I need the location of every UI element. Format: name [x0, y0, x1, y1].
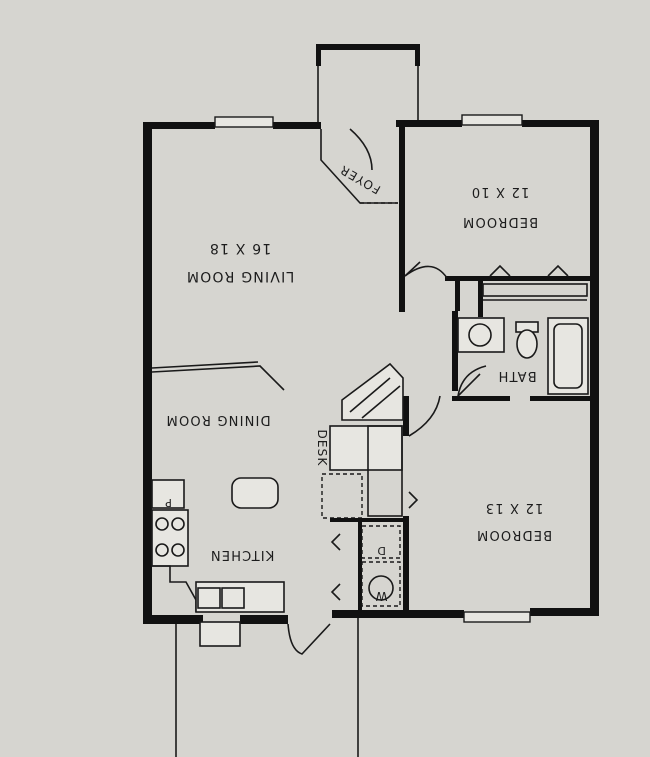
bath-south-wall-b	[530, 396, 590, 401]
exterior-walls	[143, 120, 599, 624]
bath-fixtures	[457, 317, 589, 395]
top-wall-seg-1	[143, 122, 215, 129]
bath-door-swing	[457, 365, 487, 397]
bedroom-1-window	[461, 114, 523, 126]
bottom-wall-seg-1	[143, 615, 203, 624]
porch-left-post	[316, 44, 321, 66]
interior-walls	[151, 122, 590, 655]
kitchen-sink-left	[197, 587, 221, 609]
bedroom2-west-wall-top	[403, 396, 409, 436]
bottom-wall-seg-4	[530, 608, 599, 616]
linen-shelf	[482, 283, 588, 297]
top-wall-seg-4	[522, 120, 598, 127]
bathtub-inner	[553, 323, 583, 389]
kitchen-island	[231, 477, 279, 509]
foyer-diagonal	[320, 129, 398, 204]
bedroom-2-dims: 12 X 13	[485, 500, 544, 515]
bedroom-2-name: BEDROOM	[476, 527, 552, 542]
bedroom1-south-wall	[445, 276, 590, 281]
bath-label: BATH	[497, 368, 536, 383]
burner-2	[171, 517, 185, 531]
sink-basin	[468, 323, 492, 347]
bath-door-leaf	[457, 373, 481, 397]
dining-wall-line-2	[151, 361, 259, 369]
bedroom1-door-leaf	[404, 261, 421, 277]
desk-counter	[329, 425, 403, 471]
bottom-wall-seg-3	[332, 610, 464, 618]
linen-wall	[455, 281, 460, 311]
bedroom-1-name: BEDROOM	[462, 214, 538, 229]
bath-south-wall-a	[452, 396, 510, 401]
hall-closet	[367, 425, 403, 517]
right-wall	[590, 120, 599, 616]
laundry-fixtures	[361, 525, 401, 607]
pantry-label: P	[164, 496, 172, 509]
bedroom2-west-wall-bottom	[403, 516, 409, 616]
bedroom2-door-swing	[408, 395, 441, 437]
stair-line-1	[349, 377, 391, 413]
bedroom-1-dims: 12 X 10	[471, 184, 530, 199]
bedroom1-west-wall	[399, 122, 405, 312]
closet-marker-1	[489, 264, 511, 277]
kitchen-sink-right	[221, 587, 245, 609]
foyer-door-swing	[349, 128, 373, 171]
living-room-name: LIVING ROOM	[186, 268, 294, 284]
left-wall	[143, 122, 152, 624]
washer	[361, 561, 401, 607]
living-room-window	[214, 116, 274, 128]
dining-room-label: DINING ROOM	[165, 412, 270, 427]
entry-porch	[316, 44, 420, 204]
porch-top-wall	[316, 44, 420, 50]
kitchen-label: KITCHEN	[210, 547, 275, 562]
laundry-divider	[358, 522, 362, 614]
bottom-wall-seg-2	[240, 615, 288, 624]
laundry-top-wall	[330, 518, 404, 522]
dining-wall-line	[151, 365, 285, 391]
rear-door-swing	[287, 623, 331, 655]
burner-4	[171, 543, 185, 557]
burner-1	[155, 517, 169, 531]
living-room-dims: 16 X 18	[209, 240, 272, 256]
kitchen-window-bay	[199, 621, 241, 647]
dryer-label: D	[376, 544, 386, 557]
washer-drum	[368, 575, 394, 601]
bath-north-divider	[478, 281, 483, 317]
closet-marker-2	[547, 264, 569, 277]
closet-marker-5	[330, 583, 341, 601]
top-wall-seg-3	[396, 120, 462, 127]
pantry	[151, 479, 185, 509]
bath-west-wall	[452, 311, 458, 391]
porch-right-post	[415, 44, 420, 66]
closet-marker-3	[408, 491, 419, 509]
range	[151, 509, 189, 567]
windows	[214, 114, 531, 623]
bedroom-2-window	[463, 611, 531, 623]
washer-label: W	[374, 589, 387, 603]
burner-3	[155, 543, 169, 557]
stair-line-2	[361, 385, 401, 419]
kitchen-fixtures	[151, 477, 285, 647]
toilet-bowl	[516, 329, 538, 359]
bedroom1-door-swing	[404, 265, 448, 279]
top-wall-seg-2	[273, 122, 321, 129]
closet-marker-4	[330, 533, 341, 551]
desk-label: DESK	[315, 429, 329, 466]
